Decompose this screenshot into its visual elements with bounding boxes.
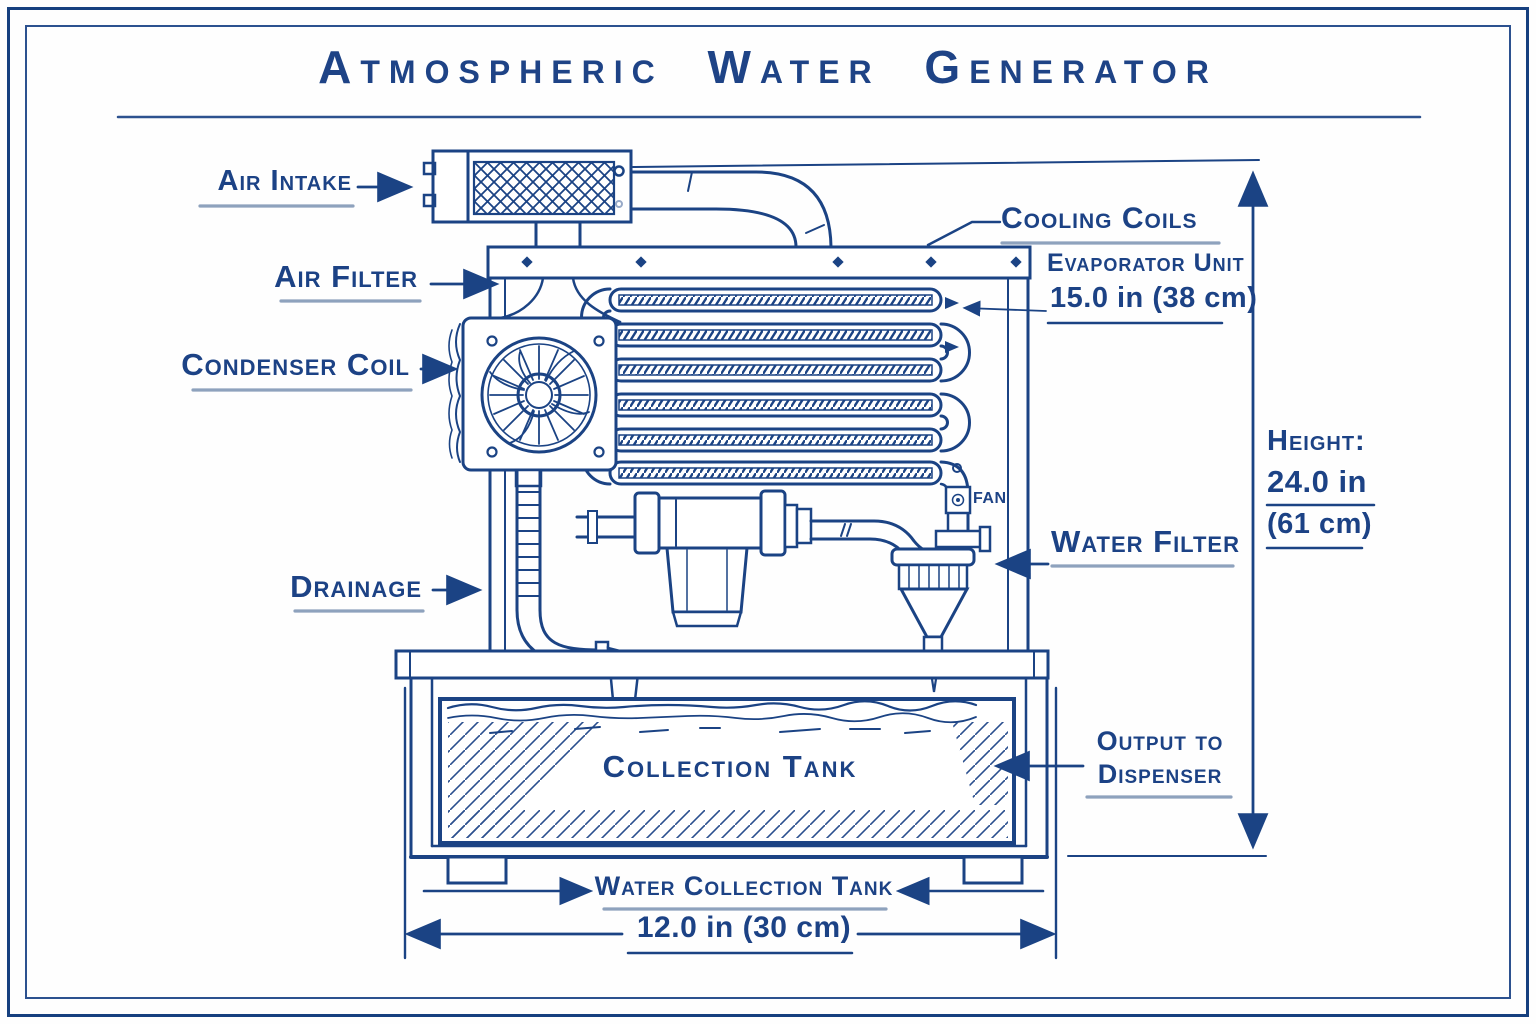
fan-icon [944,485,972,515]
label-air-intake: Air Intake [217,165,352,197]
label-collection-tank: Collection Tank [602,749,858,784]
height-metric-value: (61 cm) [1267,508,1373,540]
water [446,700,1008,838]
label-drainage: Drainage [290,569,422,604]
air-intake-unit [422,149,633,250]
outer-border [7,7,1529,1017]
label-underlines [191,204,1235,911]
intake-stub [534,220,582,250]
label-condenser-coil: Condenser Coil [181,347,410,382]
dimension-underlines [626,321,1376,955]
collection-tank-assembly [394,649,1050,885]
label-water-filter: Water Filter [1051,524,1240,559]
label-height: Height: [1267,425,1366,457]
evaporator-width-value: 15.0 in (38 cm) [1050,282,1258,314]
evaporator-coils [580,287,971,550]
label-output-line2: Dispenser [1097,759,1223,789]
water-filter-funnel [890,525,992,742]
width-dimension [403,686,1058,960]
label-air-filter: Air Filter [274,259,418,294]
evaporator-leader [962,300,1047,317]
label-arrows [356,171,1085,782]
intake-mesh [472,160,616,216]
label-water-collection-tank: Water Collection Tank [594,871,894,901]
height-dimension [632,159,1269,857]
label-output-line1: Output to [1096,726,1224,756]
cooling-coils-leader [926,220,1002,247]
label-evaporator-unit: Evaporator Unit [1047,249,1245,277]
left-foot [446,855,508,885]
intake-pipe [629,170,833,249]
right-foot [962,855,1024,885]
tank-width-value: 12.0 in (30 cm) [636,911,852,944]
inner-border [25,25,1511,999]
rail-screws [521,256,1022,268]
label-cooling-coils: Cooling Coils [1001,202,1198,235]
height-value: 24.0 in [1267,464,1367,499]
air-filter-chute [498,276,545,320]
label-fan: FAN [973,490,1007,507]
page-title: Atmospheric Water Generator [318,41,1218,93]
condenser-fan [448,316,618,472]
compressor-filter-assembly [575,489,934,628]
